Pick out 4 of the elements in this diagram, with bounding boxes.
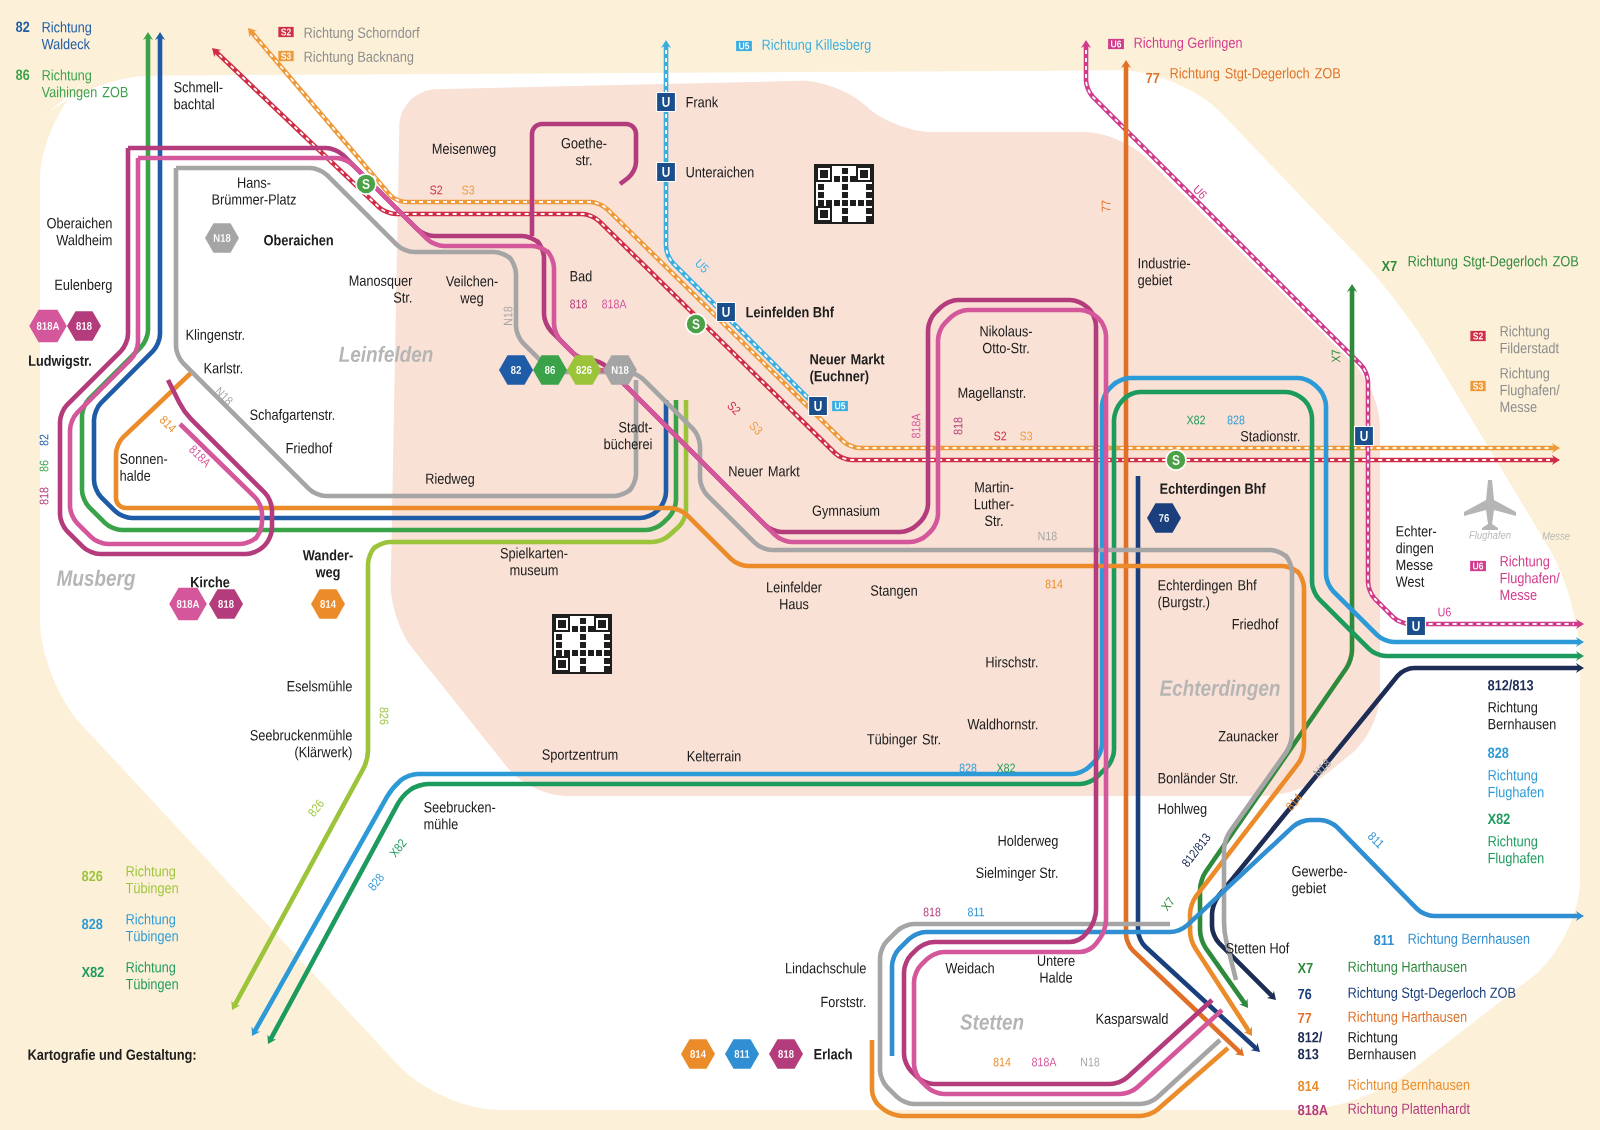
district-name: Musberg (56, 569, 136, 591)
district-name: Leinfelden (339, 345, 433, 363)
district-name: Echterdingen (1159, 679, 1280, 701)
district-name: Stetten (960, 1014, 1024, 1030)
